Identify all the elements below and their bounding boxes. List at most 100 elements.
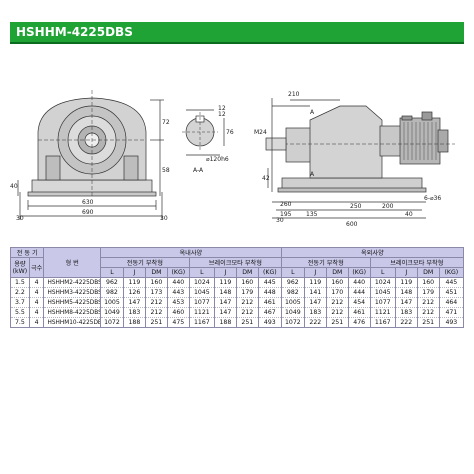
dim-label: 200 <box>382 203 394 210</box>
col-header-l: L <box>280 267 305 278</box>
col-header-dm: DM <box>235 267 259 278</box>
capacity-cell: 3.7 <box>10 297 30 308</box>
model-cell: HSHHM2-4225DBS <box>43 277 101 288</box>
value-cell: 1072 <box>99 317 124 328</box>
section-label: A-A <box>193 167 204 174</box>
value-cell: 147 <box>213 297 237 308</box>
col-header-kg: (KG) <box>166 267 190 278</box>
capacity-cell: 7.5 <box>10 317 30 328</box>
value-cell: 212 <box>325 307 349 318</box>
value-cell: 1121 <box>188 307 215 318</box>
dim-label: 260 <box>280 201 292 208</box>
header-poles: 극수 <box>28 257 45 278</box>
capacity-cell: 5.5 <box>10 307 30 318</box>
value-cell: 1167 <box>188 317 215 328</box>
poles-cell: 4 <box>28 307 45 318</box>
page-title: HSHHM-4225DBS <box>10 22 464 42</box>
dim-label: M24 <box>254 129 267 136</box>
col-header-kg: (KG) <box>257 267 282 278</box>
value-cell: 119 <box>303 277 327 288</box>
value-cell: 212 <box>325 297 349 308</box>
value-cell: 141 <box>303 287 327 298</box>
dim-label: 42 <box>262 175 270 182</box>
dim-label: 6-⌀36 <box>424 195 441 202</box>
header-outdoor-motor-attach: 전동기 부착형 <box>280 257 371 268</box>
value-cell: 222 <box>303 317 327 328</box>
dim-label: 40 <box>405 211 413 218</box>
col-header-dm: DM <box>144 267 168 278</box>
col-header-l: L <box>188 267 215 278</box>
value-cell: 183 <box>122 307 146 318</box>
model-cell: HSHHM3-4225DBS <box>43 287 101 298</box>
value-cell: 212 <box>235 297 259 308</box>
value-cell: 471 <box>438 307 465 318</box>
value-cell: 251 <box>144 317 168 328</box>
model-cell: HSHHM8-4225DBS <box>43 307 101 318</box>
value-cell: 1045 <box>188 287 215 298</box>
value-cell: 119 <box>394 277 418 288</box>
value-cell: 962 <box>280 277 305 288</box>
value-cell: 461 <box>257 297 282 308</box>
value-cell: 1049 <box>99 307 124 318</box>
value-cell: 183 <box>394 307 418 318</box>
value-cell: 160 <box>144 277 168 288</box>
value-cell: 212 <box>144 307 168 318</box>
value-cell: 493 <box>257 317 282 328</box>
dim-label: 630 <box>82 199 94 206</box>
value-cell: 1024 <box>369 277 396 288</box>
value-cell: 464 <box>438 297 465 308</box>
value-cell: 173 <box>144 287 168 298</box>
value-cell: 1072 <box>280 317 305 328</box>
col-header-kg: (KG) <box>347 267 371 278</box>
value-cell: 148 <box>213 287 237 298</box>
value-cell: 212 <box>416 307 440 318</box>
model-cell: HSHHM10-4225DBS <box>43 317 101 328</box>
col-header-dm: DM <box>325 267 349 278</box>
value-cell: 454 <box>347 297 371 308</box>
value-cell: 443 <box>166 287 190 298</box>
shaft-dim-label: ⌀120h6 <box>206 156 229 163</box>
value-cell: 962 <box>99 277 124 288</box>
value-cell: 126 <box>122 287 146 298</box>
col-header-j: J <box>213 267 237 278</box>
value-cell: 160 <box>416 277 440 288</box>
value-cell: 119 <box>213 277 237 288</box>
section-marker: A <box>310 171 315 178</box>
col-header-dm: DM <box>416 267 440 278</box>
dim-label: 250 <box>350 203 362 210</box>
value-cell: 119 <box>122 277 146 288</box>
value-cell: 467 <box>257 307 282 318</box>
value-cell: 460 <box>166 307 190 318</box>
value-cell: 212 <box>144 297 168 308</box>
section-marker: A <box>310 109 315 116</box>
value-cell: 982 <box>99 287 124 298</box>
value-cell: 147 <box>394 297 418 308</box>
value-cell: 147 <box>213 307 237 318</box>
value-cell: 188 <box>213 317 237 328</box>
value-cell: 148 <box>394 287 418 298</box>
value-cell: 170 <box>325 287 349 298</box>
poles-cell: 4 <box>28 287 45 298</box>
value-cell: 251 <box>416 317 440 328</box>
poles-cell: 4 <box>28 277 45 288</box>
header-motor: 전 동 기 <box>9 247 45 258</box>
value-cell: 1077 <box>369 297 396 308</box>
capacity-cell: 1.5 <box>10 277 30 288</box>
value-cell: 160 <box>235 277 259 288</box>
value-cell: 188 <box>122 317 146 328</box>
model-cell: HSHHM5-4225DBS <box>43 297 101 308</box>
value-cell: 453 <box>166 297 190 308</box>
col-header-j: J <box>394 267 418 278</box>
spec-table: 전 동 기 형 번 옥내사양 옥외사양 용량 (kW) 극수 전동기 부착형 브… <box>9 247 465 328</box>
title-underline <box>10 42 464 44</box>
value-cell: 147 <box>303 297 327 308</box>
value-cell: 445 <box>438 277 465 288</box>
value-cell: 476 <box>347 317 371 328</box>
dim-label: 72 <box>162 119 170 126</box>
value-cell: 1121 <box>369 307 396 318</box>
value-cell: 451 <box>438 287 465 298</box>
